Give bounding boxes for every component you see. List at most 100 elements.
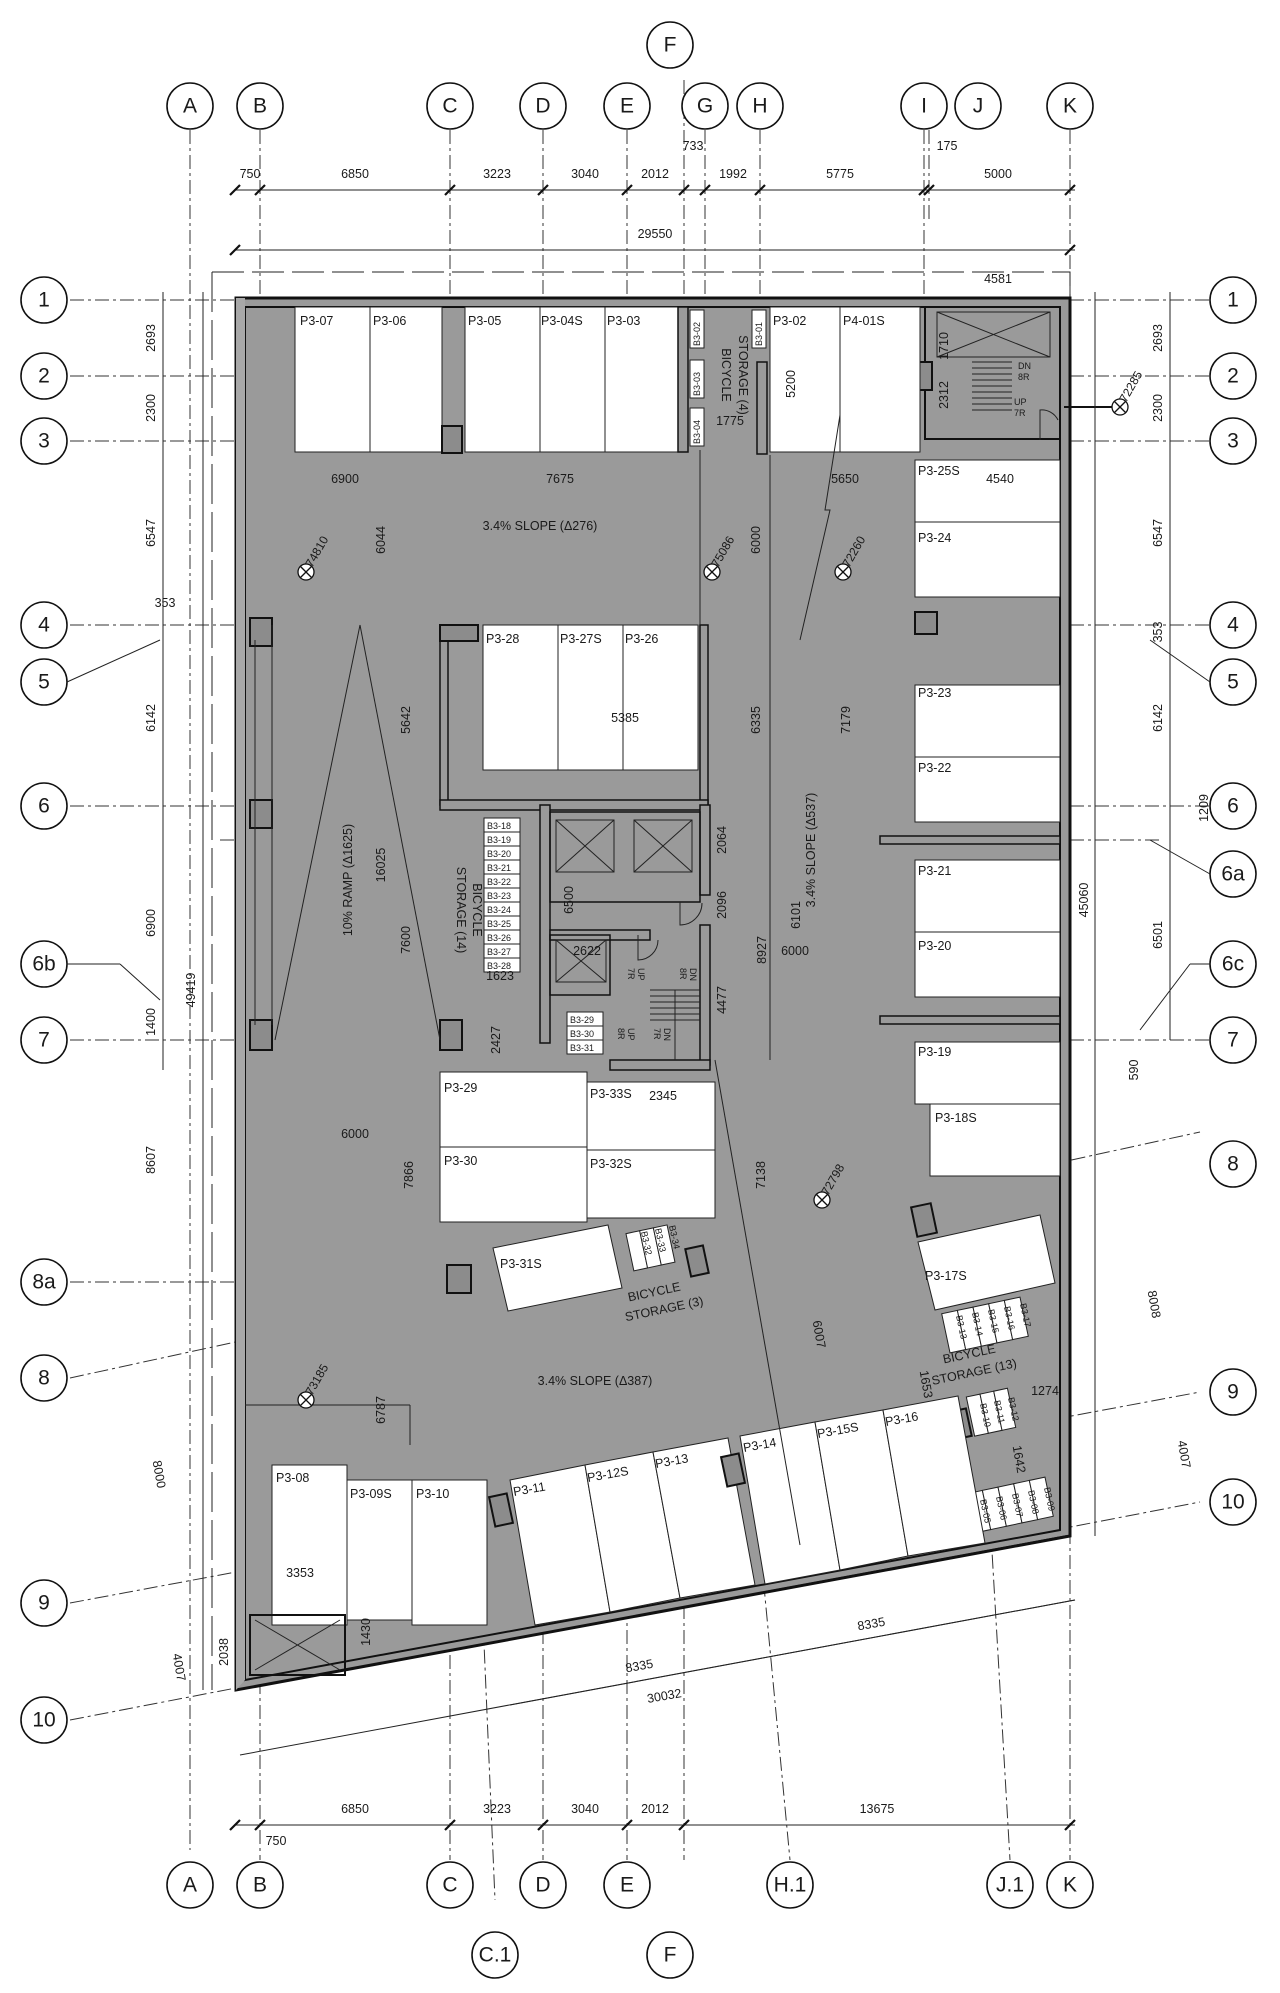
- stall-p3-32s: P3-32S: [590, 1157, 632, 1171]
- dim-right: 2300: [1151, 394, 1165, 422]
- dimensions-top: 750 6850 3223 3040 2012 733 1992 5775 17…: [229, 139, 1076, 286]
- grid-bubble-9-left: 9: [20, 1579, 68, 1627]
- dim-bottom: 6850: [341, 1802, 369, 1816]
- stall-p3-22: P3-22: [918, 761, 951, 775]
- svg-text:6b: 6b: [32, 953, 55, 976]
- grid-bubbles-left: 1 2 3 4 5 6 6b 7 8a 8 9 10: [20, 276, 161, 1744]
- grid-bubble-C-bottom: C: [426, 1861, 474, 1909]
- dim-interior: 1775: [716, 414, 744, 428]
- svg-text:F: F: [664, 34, 677, 57]
- bike-slot-b3-12: B3-12: [1006, 1396, 1021, 1422]
- bike-slot-b3-16: B3-16: [1002, 1305, 1017, 1331]
- dim-interior: 7138: [754, 1161, 768, 1189]
- dim-left: 6142: [144, 704, 158, 732]
- bike-slot-b3-31: B3-31: [570, 1043, 594, 1053]
- dim-top: 6850: [341, 167, 369, 181]
- svg-text:6: 6: [38, 795, 50, 818]
- svg-text:72285: 72285: [1116, 368, 1145, 404]
- grid-bubble-G: G: [681, 82, 729, 130]
- dim-top: 733: [683, 139, 704, 153]
- stall-p4-01s: P4-01S: [843, 314, 885, 328]
- svg-text:8: 8: [1227, 1153, 1239, 1176]
- svg-text:6c: 6c: [1222, 953, 1244, 976]
- grid-bubble-9-right: 9: [1209, 1368, 1257, 1416]
- core-stair2-up: UP: [626, 1028, 636, 1041]
- ne-stair-up-risers: 7R: [1014, 408, 1026, 418]
- grid-bubble-D-bottom: D: [519, 1861, 567, 1909]
- slope-387: 3.4% SLOPE (Δ387): [538, 1374, 653, 1388]
- svg-text:3: 3: [38, 430, 50, 453]
- core-stair2-dn: DN: [662, 1028, 672, 1041]
- core-stair-dn: DN: [688, 968, 698, 981]
- dim-bottom-extra: 750: [266, 1834, 287, 1848]
- bike-slot-b3-29: B3-29: [570, 1015, 594, 1025]
- grid-bubble-5-left: 5: [20, 658, 68, 706]
- grid-bubble-6c-right: 6c: [1209, 940, 1257, 988]
- svg-text:G: G: [697, 95, 713, 118]
- svg-text:F: F: [664, 1944, 677, 1967]
- svg-text:K: K: [1063, 1874, 1077, 1897]
- grid-bubble-6a-right: 6a: [1209, 850, 1257, 898]
- bike-slot-b3-32: B3-32: [639, 1230, 654, 1256]
- grid-bubble-4-right: 4: [1209, 601, 1257, 649]
- grid-bubble-H1-bottom: H.1: [766, 1861, 814, 1909]
- grid-bubble-5-right: 5: [1209, 658, 1257, 706]
- dim-top: 1992: [719, 167, 747, 181]
- dim-top: 3040: [571, 167, 599, 181]
- bike-slot-b3-13: B3-13: [954, 1314, 969, 1340]
- stall-p3-25s: P3-25S: [918, 464, 960, 478]
- dim-interior: 5385: [611, 711, 639, 725]
- dim-top: 5775: [826, 167, 854, 181]
- dim-interior: 6000: [749, 526, 763, 554]
- grid-bubble-1-right: 1: [1209, 276, 1257, 324]
- dim-interior: 6787: [374, 1396, 388, 1424]
- dim-left: 1400: [144, 1008, 158, 1036]
- grid-bubble-6-left: 6: [20, 782, 68, 830]
- bike-slot-b3-08: B3-08: [1026, 1489, 1041, 1515]
- dimensions-bottom: 6850 3223 3040 2012 13675 750 30032 8335…: [229, 1599, 1076, 1848]
- bike-slot-b3-25: B3-25: [487, 919, 511, 929]
- dim-interior: 2622: [573, 944, 601, 958]
- dim-left-slanted: 8000: [150, 1459, 169, 1489]
- grid-bubble-A-bottom: A: [166, 1861, 214, 1909]
- dim-interior: 8927: [755, 936, 769, 964]
- dim-right: 6142: [1151, 704, 1165, 732]
- bike-storage-4-line1: BICYCLE: [719, 348, 733, 402]
- core-stair-dn-risers: 8R: [678, 968, 688, 980]
- dim-top: 750: [240, 167, 261, 181]
- dim-top: 5000: [984, 167, 1012, 181]
- svg-text:C: C: [442, 95, 457, 118]
- dim-interior: 6044: [374, 526, 388, 554]
- interior-lines: [245, 414, 841, 1546]
- bike-slot-b3-04: B3-04: [692, 420, 702, 444]
- bike-slot-b3-01: B3-01: [754, 322, 764, 346]
- grid-bubble-2-right: 2: [1209, 352, 1257, 400]
- east-stalls: P3-25S P3-24 P3-23 P3-22 P3-21 P3-20 P3-…: [879, 459, 1061, 1177]
- svg-text:C.1: C.1: [479, 1944, 512, 1967]
- stall-p3-19: P3-19: [918, 1045, 951, 1059]
- dim-left: 2693: [144, 324, 158, 352]
- dim-interior: 2312: [937, 381, 951, 409]
- grid-bubble-6b-left: 6b: [20, 940, 68, 988]
- ne-stair-treads: [972, 361, 1012, 411]
- ne-stair-dn-risers: 8R: [1018, 372, 1030, 382]
- grid-bubble-10-left: 10: [20, 1696, 68, 1744]
- dim-bottom: 2012: [641, 1802, 669, 1816]
- bike-slot-b3-09: B3-09: [1042, 1486, 1057, 1512]
- dim-interior: 7600: [399, 926, 413, 954]
- svg-text:B: B: [253, 95, 267, 118]
- svg-text:J.1: J.1: [996, 1874, 1024, 1897]
- dim-interior: 6101: [789, 901, 803, 929]
- svg-text:E: E: [620, 95, 634, 118]
- dim-interior: 1653: [917, 1369, 936, 1399]
- dim-interior: 1623: [486, 969, 514, 983]
- stall-p3-23: P3-23: [918, 686, 951, 700]
- dim-interior: 16025: [374, 848, 388, 883]
- center-stalls: P3-28 P3-27S P3-26: [249, 617, 709, 1051]
- stall-p3-16: P3-16: [884, 1409, 919, 1429]
- core-stair-up: UP: [636, 968, 646, 981]
- svg-text:H.1: H.1: [774, 1874, 807, 1897]
- stall-p3-33s: P3-33S: [590, 1087, 632, 1101]
- bike-slot-b3-27: B3-27: [487, 947, 511, 957]
- grid-bubble-7-left: 7: [20, 1016, 68, 1064]
